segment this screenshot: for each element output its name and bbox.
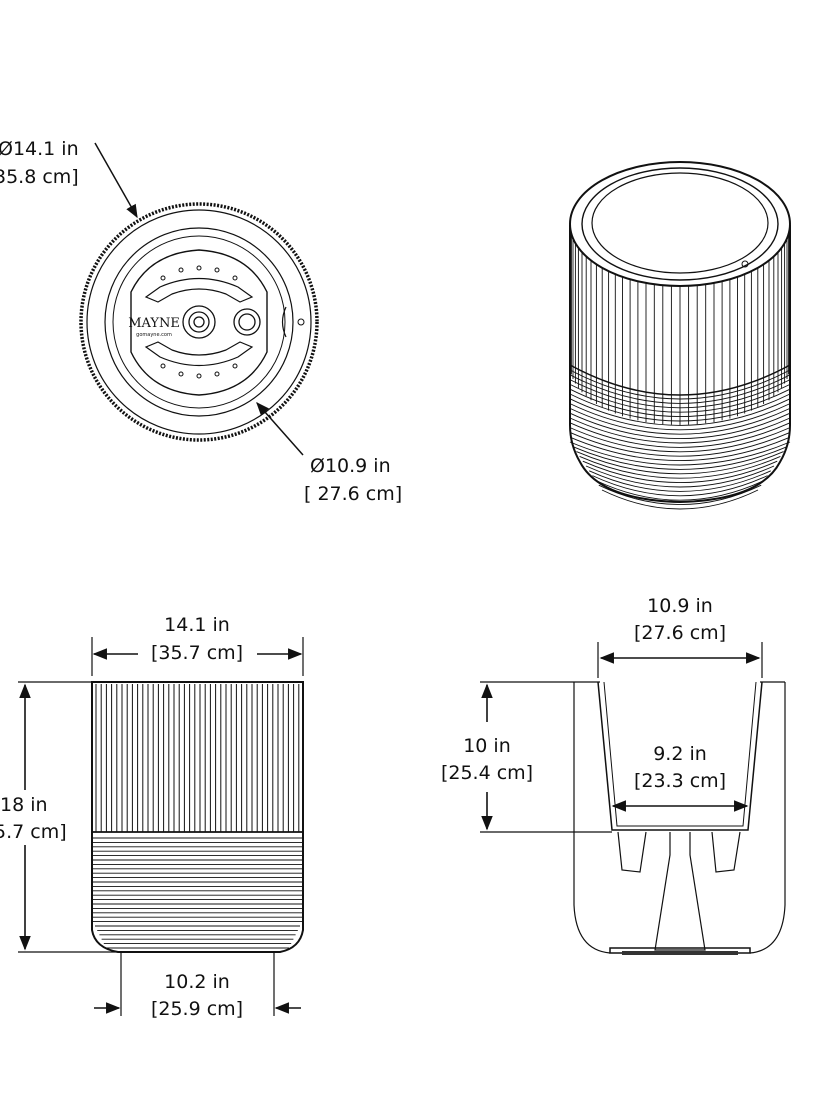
isometric-view	[569, 161, 791, 510]
section-outer-pot-right	[749, 682, 786, 954]
insert-depth-imperial: 10 in	[463, 735, 511, 757]
top-view-plate-slot-lower	[144, 341, 254, 367]
section-wick	[654, 832, 706, 951]
inner-diameter-metric: [ 27.6 cm]	[304, 483, 402, 505]
base-width-metric: [25.9 cm]	[151, 998, 243, 1020]
section-view: 10.9 in [27.6 cm] 10 in [25.4 cm] 9.2 in…	[441, 595, 786, 955]
front-horizontal-rings	[93, 837, 302, 949]
top-view-plate-slot-upper	[144, 277, 254, 303]
top-view-rim-inner	[86, 209, 312, 435]
iso-vertical-ribs	[569, 224, 791, 425]
top-view-rim-outer	[79, 202, 319, 442]
top-view-center-hub	[182, 305, 216, 339]
front-vertical-ribs	[95, 684, 300, 832]
base-width-imperial: 10.2 in	[164, 971, 230, 993]
section-insert	[597, 681, 763, 831]
insert-bottom-width-imperial: 9.2 in	[653, 743, 707, 765]
iso-rim-inner	[591, 172, 769, 274]
top-width-metric: [35.7 cm]	[151, 642, 243, 664]
iso-horizontal-rings	[569, 369, 791, 510]
section-foot-left	[617, 831, 647, 873]
insert-bottom-width-metric: [23.3 cm]	[634, 770, 726, 792]
insert-top-width-imperial: 10.9 in	[647, 595, 713, 617]
top-view-rim-hole	[297, 318, 305, 326]
logo-text: MAYNE	[128, 316, 180, 331]
iso-rim-outer	[569, 161, 791, 287]
insert-top-width-metric: [27.6 cm]	[634, 622, 726, 644]
front-body-outline	[91, 681, 304, 953]
iso-body-outline	[569, 225, 791, 504]
top-view-insert-lip	[112, 235, 286, 409]
iso-rim-hole	[741, 260, 749, 268]
top-view-fill-port	[233, 308, 261, 336]
height-metric: 5.7 cm]	[0, 821, 67, 843]
top-view-insert	[104, 227, 294, 417]
outer-diameter-imperial: Ø14.1 in	[0, 138, 79, 160]
inner-diameter-leader	[256, 401, 304, 456]
top-view: MAYNE gomayne.com Ø14.1 in 35.8 cm] Ø10.…	[0, 138, 402, 505]
iso-rim-mid	[581, 167, 779, 281]
outer-diameter-leader	[94, 142, 138, 219]
top-view-vent-holes	[160, 265, 238, 379]
insert-depth-metric: [25.4 cm]	[441, 762, 533, 784]
front-view: 14.1 in [35.7 cm] 18 in 5.7 cm] 10.2 in …	[0, 614, 304, 1020]
outer-diameter-metric: 35.8 cm]	[0, 166, 79, 188]
height-imperial: 18 in	[0, 794, 48, 816]
inner-diameter-imperial: Ø10.9 in	[310, 455, 391, 477]
iso-rib-band-edge	[569, 364, 791, 396]
section-insert-wall	[603, 681, 757, 827]
top-width-imperial: 14.1 in	[164, 614, 230, 636]
section-foot-right	[711, 831, 741, 873]
section-outer-pot-left	[573, 682, 611, 954]
top-view-plate	[130, 249, 268, 396]
logo-url: gomayne.com	[136, 332, 172, 338]
top-view-rim-notch	[281, 306, 287, 338]
